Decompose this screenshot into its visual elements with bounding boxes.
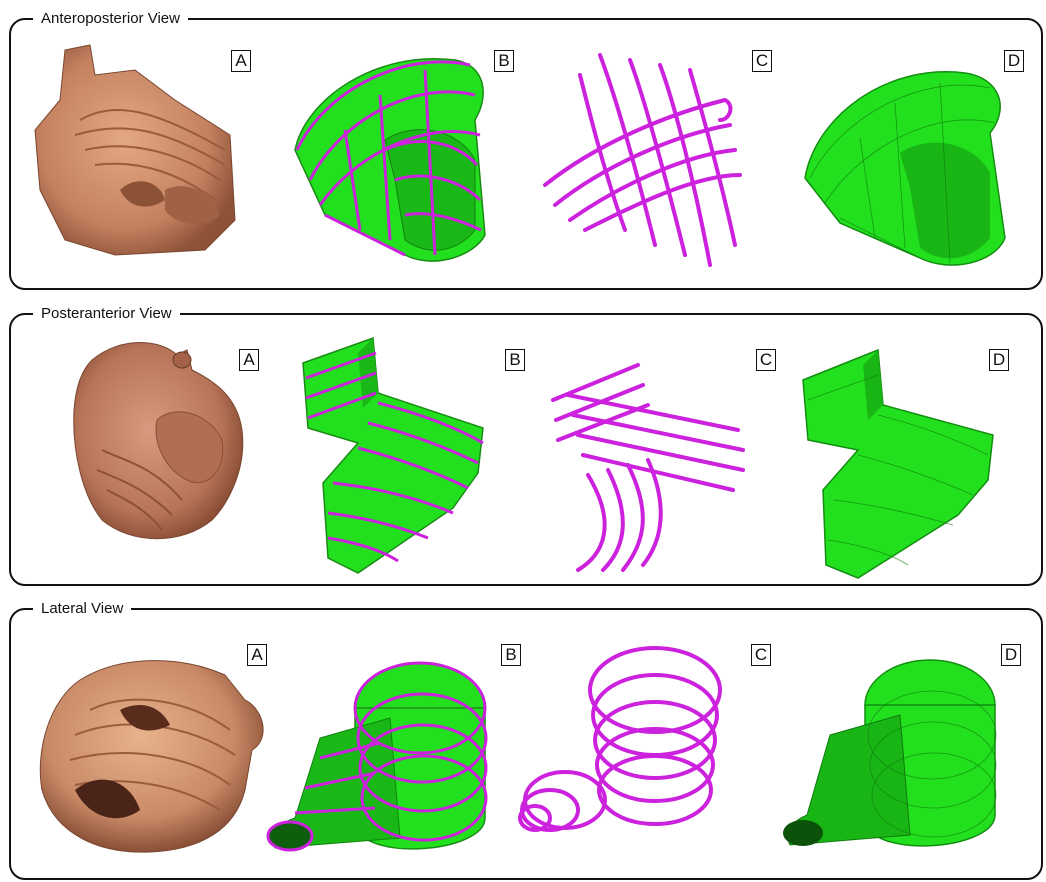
helical-model-b-posteranterior: [298, 333, 493, 573]
helix-fibers-c-lateral: [515, 640, 730, 865]
helix-fibers-c-anteroposterior: [535, 45, 745, 275]
heart-specimen-anteroposterior: [25, 40, 245, 270]
heart-specimen-lateral: [30, 640, 275, 865]
panel-title: Posteranterior View: [33, 304, 180, 324]
panel-title: Lateral View: [33, 599, 131, 619]
helical-model-b-lateral: [260, 648, 495, 873]
label-c: C: [756, 349, 776, 371]
helix-fibers-c-posteranterior: [548, 345, 748, 575]
solid-model-d-lateral: [775, 650, 1005, 870]
heart-specimen-posteranterior: [62, 330, 262, 555]
solid-model-d-posteranterior: [798, 340, 998, 580]
label-c: C: [751, 644, 771, 666]
label-b: B: [505, 349, 525, 371]
panel-title: Anteroposterior View: [33, 9, 188, 29]
solid-model-d-anteroposterior: [800, 48, 1015, 273]
helical-model-b-anteroposterior: [285, 40, 500, 270]
label-c: C: [752, 50, 772, 72]
